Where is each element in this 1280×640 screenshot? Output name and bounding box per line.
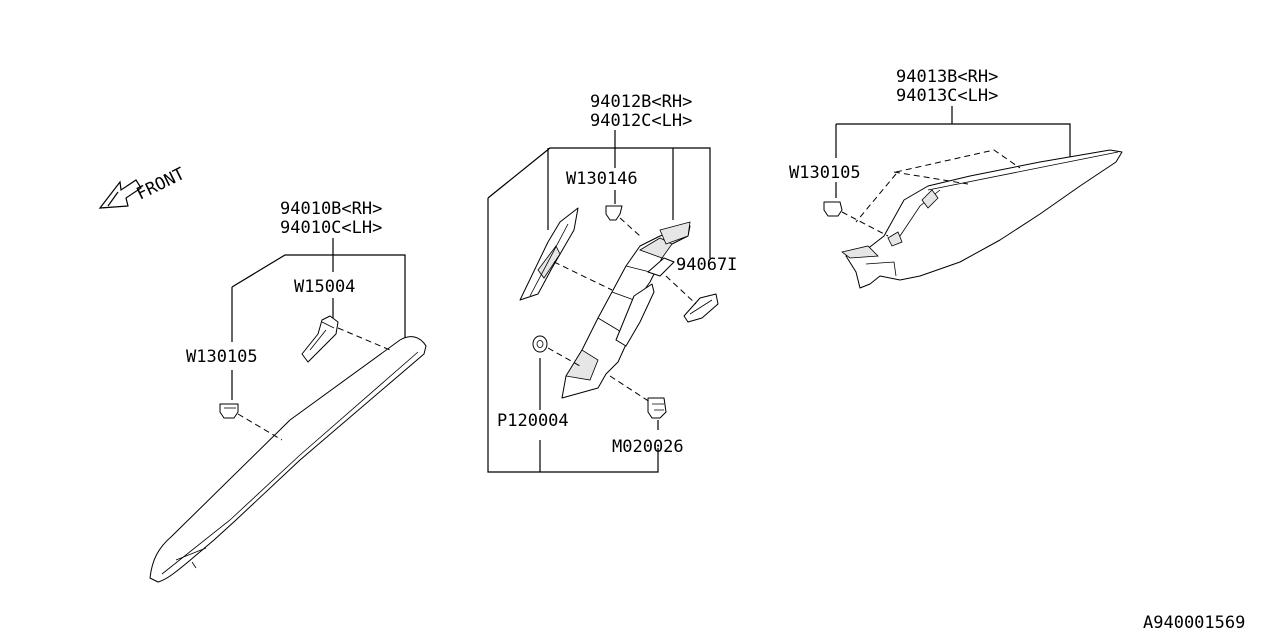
label-p120004: P120004 <box>497 411 569 431</box>
bolt-m020026 <box>647 397 667 419</box>
leader-94010 <box>231 238 406 338</box>
label-94010b: 94010B<RH> <box>280 199 382 219</box>
label-w15004: W15004 <box>294 277 355 297</box>
b-pillar-trim <box>561 225 691 399</box>
washer-p120004 <box>532 335 548 353</box>
c-pillar-trim <box>845 149 1123 289</box>
clip-94067i <box>683 293 719 323</box>
clip-w130146 <box>605 205 623 221</box>
label-94012c: 94012C<LH> <box>590 111 692 131</box>
group-94013: 94013B<RH> 94013C<LH> W130105 <box>789 67 1123 289</box>
label-m020026: M020026 <box>612 437 684 457</box>
leader-94013 <box>835 106 1071 198</box>
label-94067i: 94067I <box>676 255 737 275</box>
clip-w15004 <box>301 315 339 363</box>
garnish-piece <box>519 207 579 301</box>
clip-w130105-right <box>823 201 843 217</box>
label-94013b: 94013B<RH> <box>896 67 998 87</box>
label-w130105-right: W130105 <box>789 163 861 183</box>
front-label: FRONT <box>133 164 188 204</box>
label-w130105-left: W130105 <box>186 347 258 367</box>
label-94013c: 94013C<LH> <box>896 86 998 106</box>
label-w130146: W130146 <box>566 169 638 189</box>
group-94012: 94012B<RH> 94012C<LH> W130146 94067I P12… <box>487 92 737 473</box>
diagram-id: A940001569 <box>1143 613 1245 633</box>
group-94010: 94010B<RH> 94010C<LH> W15004 W130105 <box>149 199 427 583</box>
leader-94012 <box>487 130 711 258</box>
clip-w130105-left <box>219 403 239 419</box>
leader-94012-base <box>487 198 659 473</box>
label-94012b: 94012B<RH> <box>590 92 692 112</box>
label-94010c: 94010C<LH> <box>280 218 382 238</box>
front-arrow-icon <box>98 179 142 209</box>
a-pillar-trim <box>149 336 427 583</box>
